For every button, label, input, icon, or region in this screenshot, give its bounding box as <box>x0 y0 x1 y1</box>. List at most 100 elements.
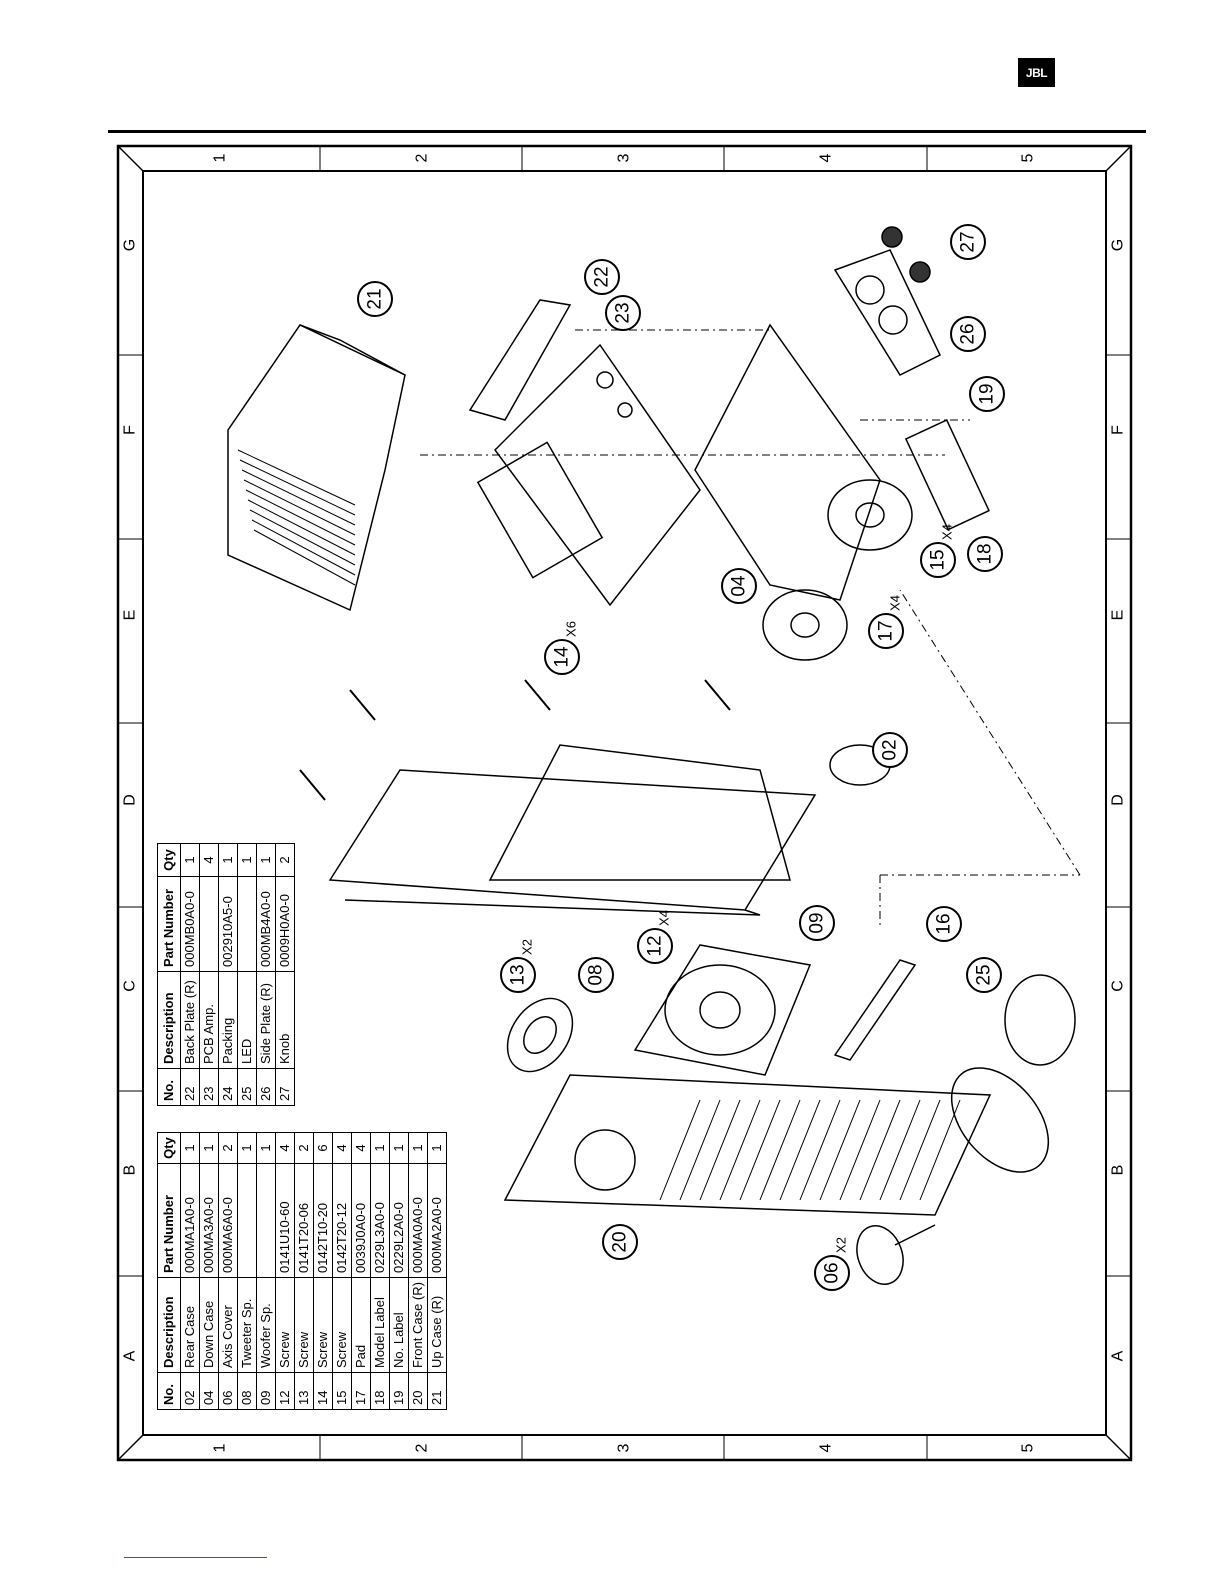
callout-number: 23 <box>613 302 634 323</box>
table-cell: 1 <box>389 1132 409 1164</box>
callout-number: 08 <box>586 964 607 985</box>
front-case-part <box>503 974 1076 1216</box>
table-cell: 04 <box>199 1372 219 1410</box>
table-cell: 4 <box>275 1132 295 1164</box>
table-header-cell: Part Number <box>157 1163 181 1278</box>
table-cell: 0229L2A0-0 <box>389 1163 409 1278</box>
table-header-cell: No. <box>157 1372 181 1410</box>
table-header-cell: Qty <box>157 1132 181 1164</box>
table-cell: Screw <box>332 1277 352 1373</box>
table-cell: Side Plate (R) <box>256 971 276 1069</box>
table-cell: 1 <box>218 843 238 877</box>
table-cell: 0142T10-20 <box>313 1163 333 1278</box>
table-header-cell: Qty <box>157 843 181 877</box>
callout-number: 04 <box>729 575 750 597</box>
table-cell: 1 <box>370 1132 390 1164</box>
table-cell: 0141T20-06 <box>294 1163 314 1278</box>
table-cell: 1 <box>237 1132 257 1164</box>
table-cell: Down Case <box>199 1277 219 1373</box>
frame-row-letter-right: E <box>1110 610 1127 621</box>
table-cell: Pad <box>351 1277 371 1373</box>
callout-number: 06 <box>822 1262 843 1283</box>
table-header-cell: Description <box>157 971 181 1069</box>
table-cell: Woofer Sp. <box>256 1277 276 1373</box>
table-cell: 000MA1A0-0 <box>180 1163 200 1278</box>
callout-circle <box>544 639 580 675</box>
table-cell: 2 <box>294 1132 314 1164</box>
table-cell <box>237 1163 257 1278</box>
table-cell: 0141U10-60 <box>275 1163 295 1278</box>
frame-row-letter-right: F <box>1110 425 1127 435</box>
callout-number: 13 <box>508 964 529 985</box>
drawing-frame <box>116 144 1133 1462</box>
screws-14 <box>299 679 731 801</box>
callout-number: 25 <box>974 964 995 985</box>
table-cell: Screw <box>313 1277 333 1373</box>
callout-circle <box>872 732 908 768</box>
callout-circle <box>950 316 986 352</box>
table-cell: LED <box>237 971 257 1069</box>
table-cell: 1 <box>180 843 200 877</box>
callout-circle <box>500 957 536 993</box>
callout-number: 27 <box>958 231 979 252</box>
table-cell <box>199 876 219 972</box>
table-cell: 21 <box>427 1372 447 1410</box>
frame-row-letter-right: C <box>1110 980 1127 992</box>
table-cell: Rear Case <box>180 1277 200 1373</box>
table-cell: Front Case (R) <box>408 1277 428 1373</box>
table-cell: No. Label <box>389 1277 409 1373</box>
callout-number: 15 <box>928 549 949 570</box>
callout-number: 17 <box>876 620 897 641</box>
callout-circle <box>605 295 641 331</box>
table-cell: 4 <box>332 1132 352 1164</box>
callout-number: 22 <box>592 266 613 287</box>
callout-qty: X4 <box>657 910 672 926</box>
callout-number: 20 <box>610 1231 631 1252</box>
table-cell: 27 <box>275 1068 295 1106</box>
table-cell: 23 <box>199 1068 219 1106</box>
frame-row-letter-left: C <box>122 980 139 992</box>
table-cell: Back Plate (R) <box>180 971 200 1069</box>
table-cell: 09 <box>256 1372 276 1410</box>
callout-circle <box>926 906 962 942</box>
frame-column-number-bottom: 3 <box>616 1443 633 1452</box>
footer-link-underline[interactable] <box>124 1557 267 1558</box>
table-cell: 20 <box>408 1372 428 1410</box>
callout-qty: X2 <box>834 1237 849 1253</box>
table-cell: Up Case (R) <box>427 1277 447 1373</box>
frame-column-number-top: 2 <box>414 153 431 162</box>
table-cell: 000MA0A0-0 <box>408 1163 428 1278</box>
table-cell: 0009H0A0-0 <box>275 876 295 972</box>
frame-row-letter-right: G <box>1110 239 1127 251</box>
frame-column-number-top: 3 <box>616 153 633 162</box>
table-cell: 1 <box>427 1132 447 1164</box>
frame-column-number-top: 5 <box>1020 153 1037 162</box>
callout-circle <box>814 1255 850 1291</box>
table-header-cell: Part Number <box>157 876 181 972</box>
table-cell: 2 <box>218 1132 238 1164</box>
table-cell: 26 <box>256 1068 276 1106</box>
header-rule <box>108 130 1146 133</box>
table-cell: Screw <box>275 1277 295 1373</box>
callout-number: 09 <box>807 912 828 933</box>
table-cell: 1 <box>199 1132 219 1164</box>
table-cell: 1 <box>237 843 257 877</box>
frame-row-letter-left: F <box>122 425 139 435</box>
